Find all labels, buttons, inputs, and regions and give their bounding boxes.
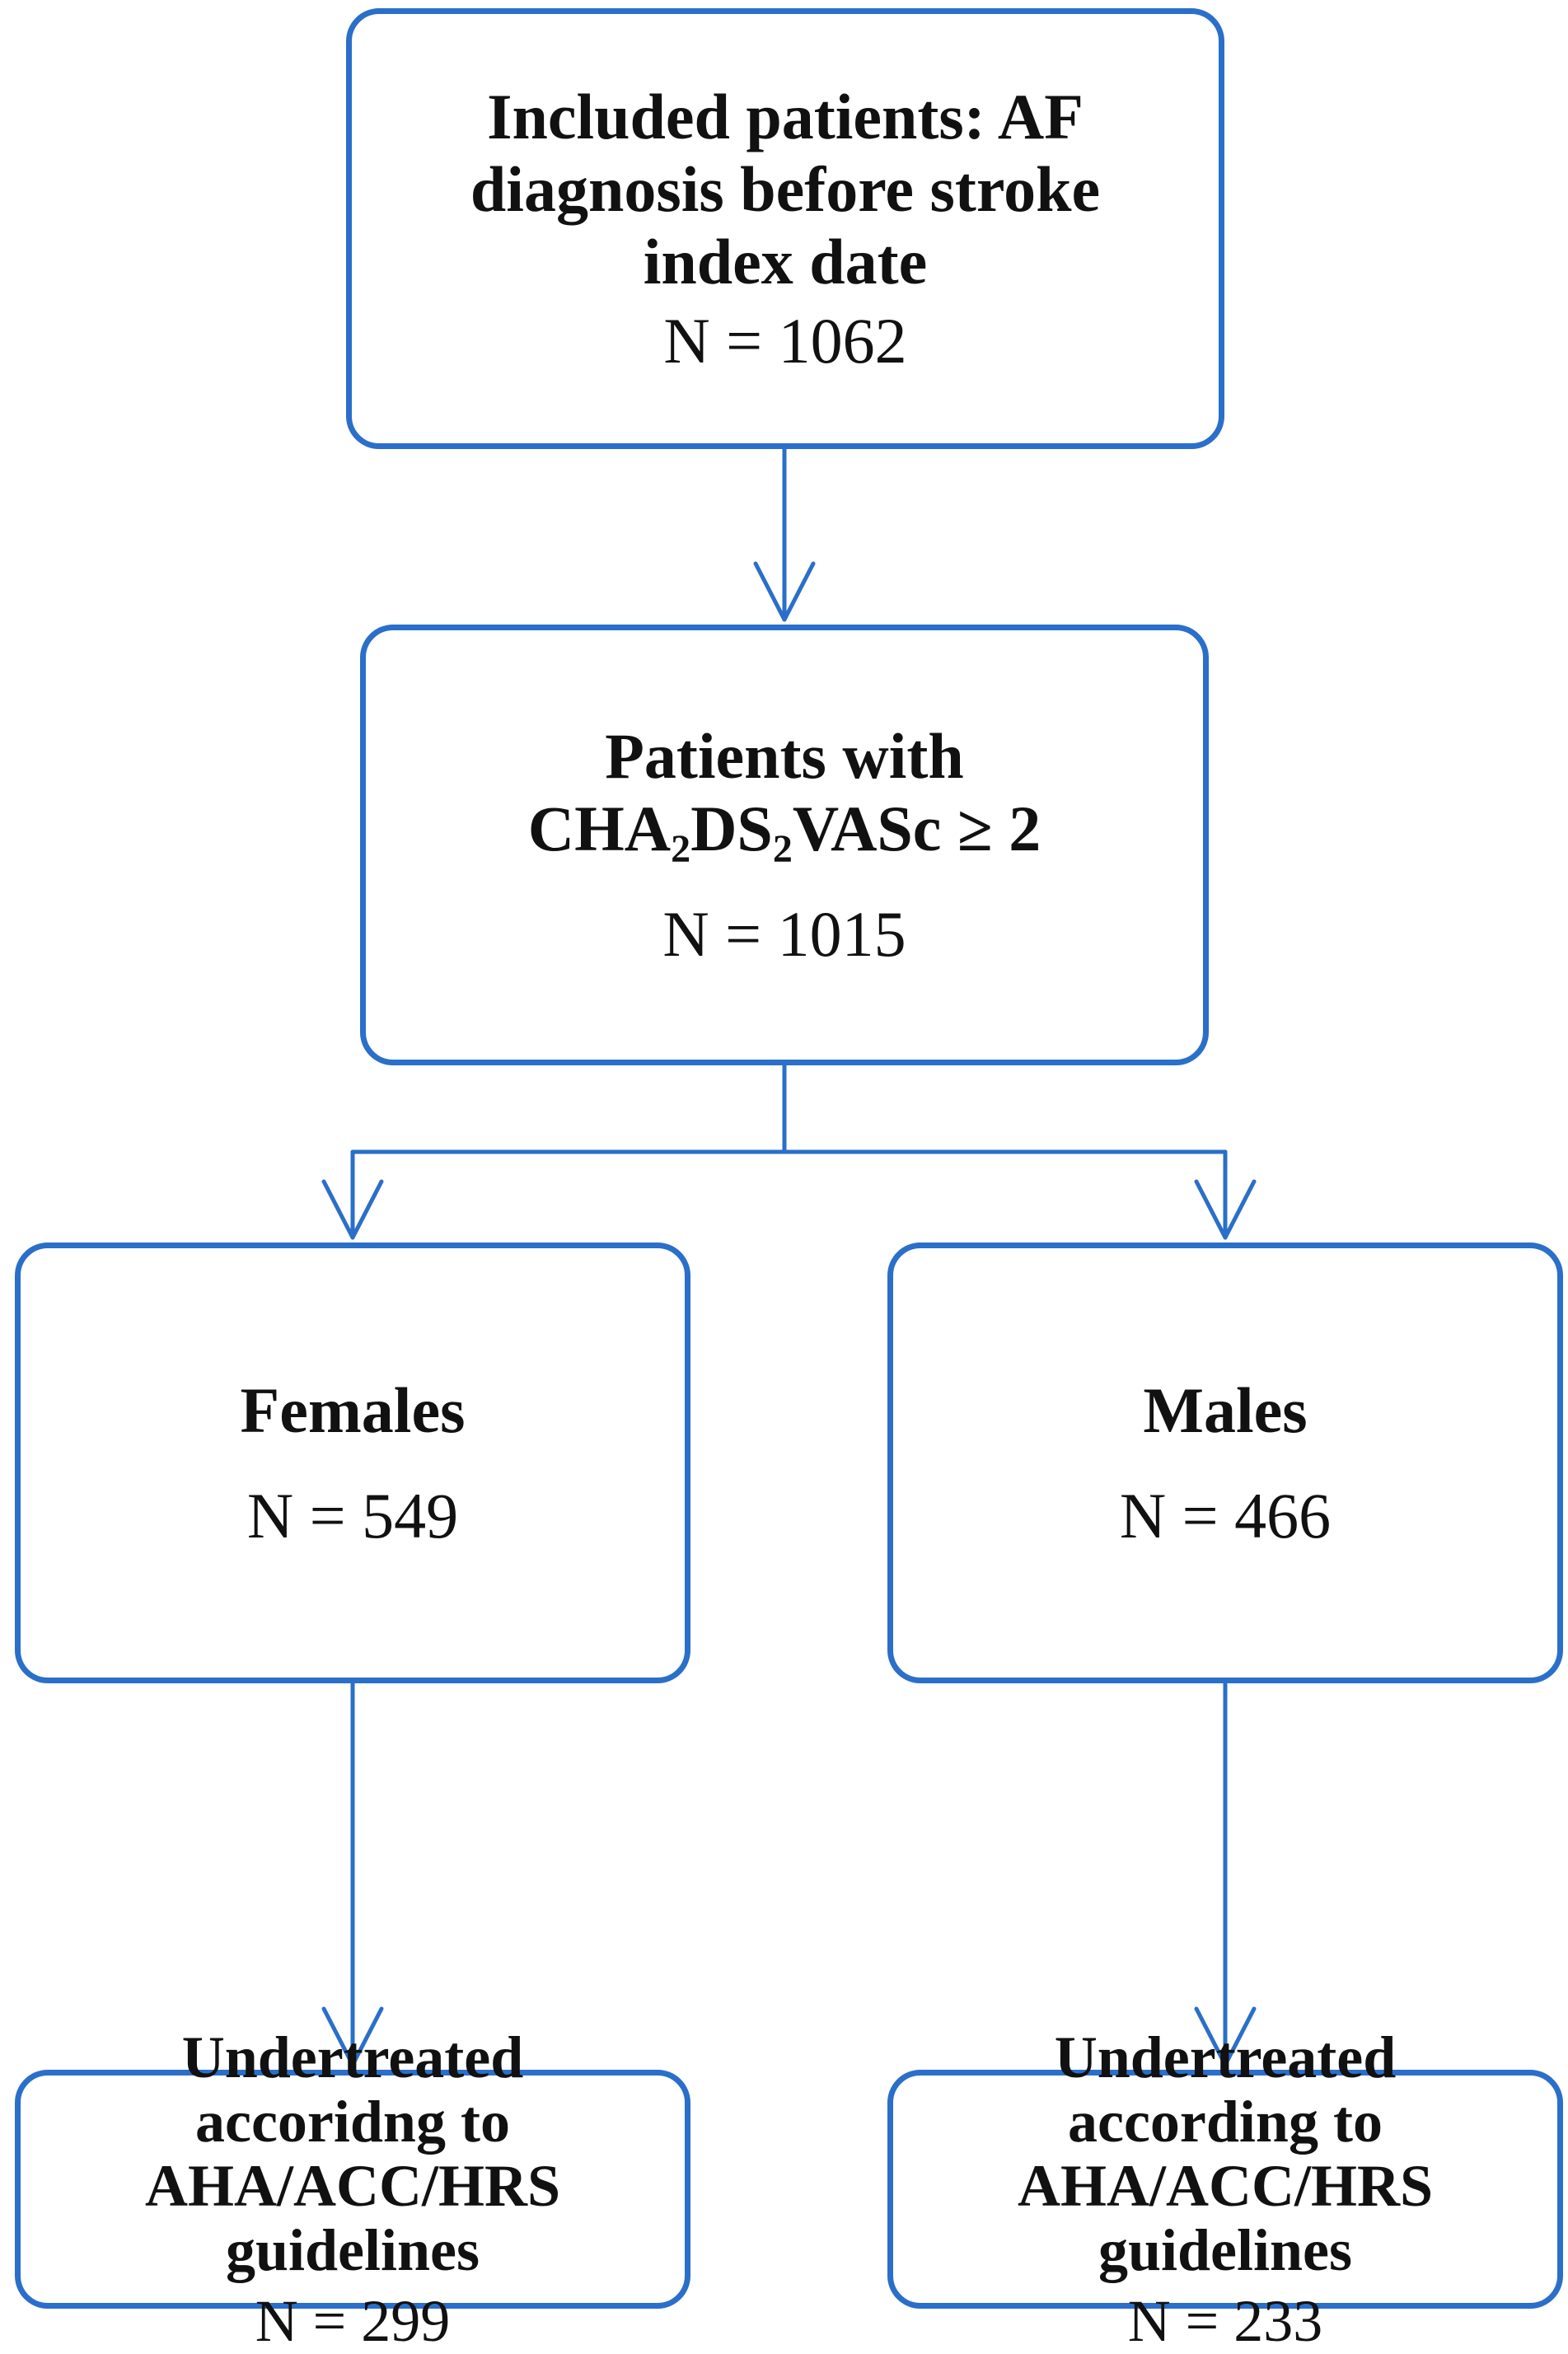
arrowhead-cha	[753, 561, 816, 622]
node-title: Undertreated accoridng to AHA/ACC/HRS gu…	[144, 2024, 561, 2283]
node-title: Females	[240, 1374, 466, 1446]
node-males: Males N = 466	[887, 1243, 1563, 1683]
node-title: Patients with CHA2DS2VASc ≥ 2	[527, 719, 1041, 869]
node-undertreated-males: Undertreated according to AHA/ACC/HRS gu…	[887, 2025, 1563, 2353]
node-title: Males	[1143, 1374, 1308, 1446]
node-count: N = 233	[1127, 2288, 1323, 2354]
arrowhead-undertreated-females	[321, 2006, 384, 2067]
arrowhead-undertreated-males	[1194, 2006, 1257, 2067]
node-count: N = 549	[246, 1479, 459, 1551]
node-count: N = 299	[255, 2288, 451, 2354]
title-prefix: Patients with CHA	[527, 719, 964, 864]
title-suffix: VASc ≥ 2	[792, 792, 1041, 864]
subscript: 2	[772, 826, 793, 871]
node-title: Undertreated according to AHA/ACC/HRS gu…	[1017, 2024, 1434, 2283]
node-count: N = 1015	[662, 897, 906, 970]
arrowhead-females	[321, 1179, 384, 1240]
subscript: 2	[671, 826, 691, 871]
title-mid: DS	[690, 792, 773, 864]
node-title: Included patients: AF diagnosis before s…	[470, 80, 1101, 297]
node-included-patients: Included patients: AF diagnosis before s…	[346, 8, 1224, 449]
node-undertreated-females: Undertreated accoridng to AHA/ACC/HRS gu…	[15, 2025, 690, 2353]
node-cha2ds2vasc: Patients with CHA2DS2VASc ≥ 2 N = 1015	[360, 625, 1209, 1065]
node-count: N = 1062	[663, 304, 907, 377]
node-count: N = 466	[1119, 1479, 1332, 1551]
node-females: Females N = 549	[15, 1243, 690, 1683]
arrowhead-males	[1194, 1179, 1257, 1240]
